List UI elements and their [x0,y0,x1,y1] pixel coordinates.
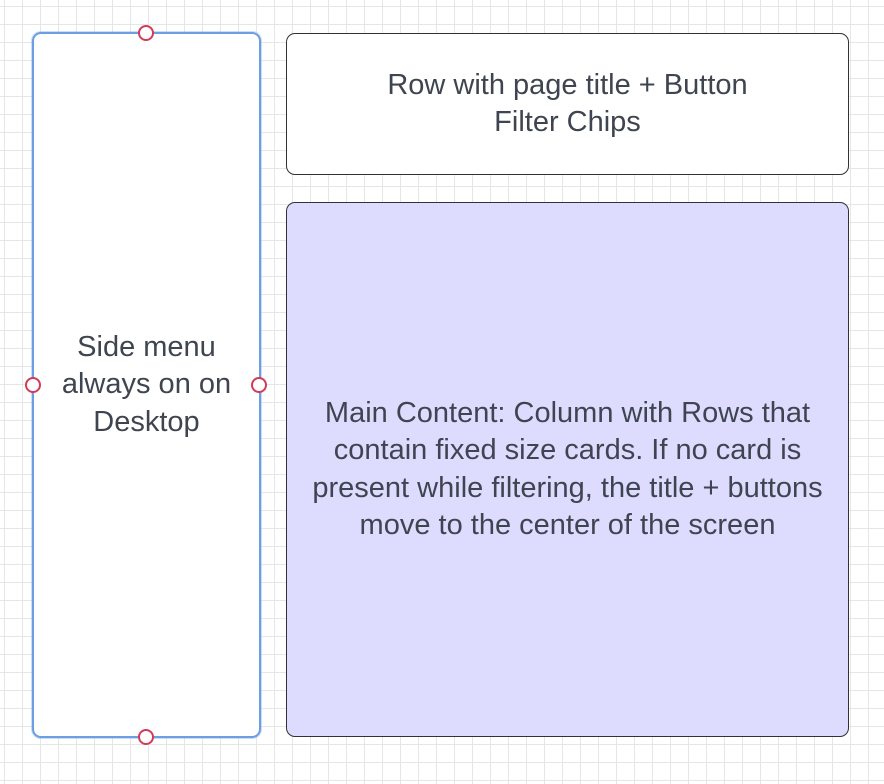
main-content-label: Main Content: Column with Rows that cont… [312,396,823,541]
side-menu-shape[interactable]: Side menu always on on Desktop [32,32,261,738]
side-menu-label: Side menu always on on Desktop [61,331,232,438]
connection-handle-left[interactable] [25,377,41,393]
connection-handle-right[interactable] [251,377,267,393]
header-row-shape[interactable]: Row with page title + Button Filter Chip… [286,33,849,175]
connection-handle-bottom[interactable] [138,729,154,745]
main-content-shape[interactable]: Main Content: Column with Rows that cont… [286,202,849,737]
header-row-label: Row with page title + Button Filter Chip… [387,69,748,138]
connection-handle-top[interactable] [138,25,154,41]
